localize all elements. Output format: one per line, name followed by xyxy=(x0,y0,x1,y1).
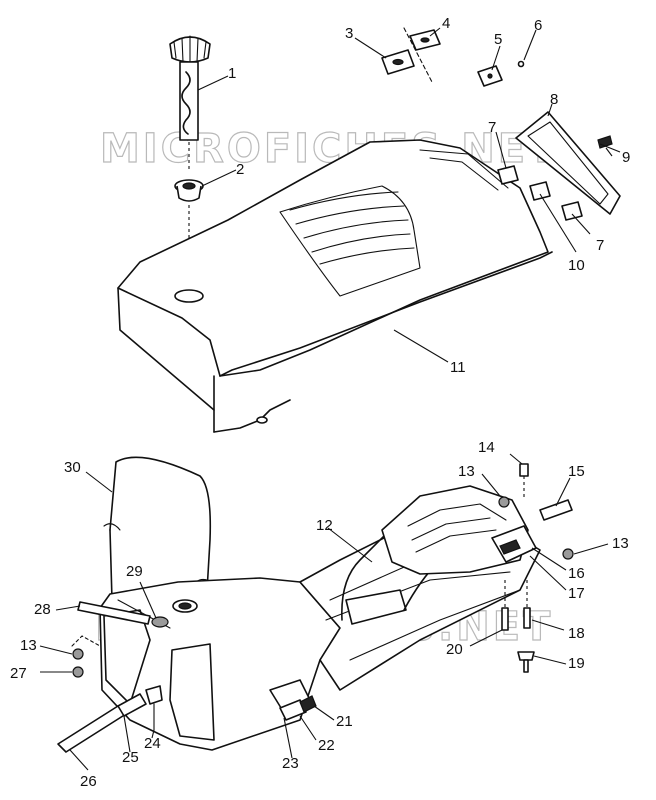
callout-4: 4 xyxy=(442,15,450,32)
callout-22: 22 xyxy=(318,737,335,754)
seat-latch-parts xyxy=(497,111,621,221)
callout-25: 25 xyxy=(122,749,139,766)
callout-8: 8 xyxy=(550,91,558,108)
callout-9: 9 xyxy=(622,149,630,166)
hardware-parts-3-6 xyxy=(381,27,525,87)
callout-10: 10 xyxy=(568,257,585,274)
callout-18: 18 xyxy=(568,625,585,642)
fuel-tank-assembly xyxy=(99,577,341,751)
callout-6: 6 xyxy=(534,17,542,34)
callout-21: 21 xyxy=(336,713,353,730)
callout-24: 24 xyxy=(144,735,161,752)
callout-23: 23 xyxy=(282,755,299,772)
callout-17: 17 xyxy=(568,585,585,602)
callout-20: 20 xyxy=(446,641,463,658)
callout-16: 16 xyxy=(568,565,585,582)
callout-1: 1 xyxy=(228,65,236,82)
callout-12: 12 xyxy=(316,517,333,534)
callout-26: 26 xyxy=(80,773,97,790)
callout-19: 19 xyxy=(568,655,585,672)
rear-box-assembly xyxy=(381,485,537,575)
valve-parts xyxy=(279,695,317,721)
callout-5: 5 xyxy=(494,31,502,48)
fuel-cap-assembly xyxy=(169,35,211,170)
callout-13-right: 13 xyxy=(612,535,629,552)
callout-3: 3 xyxy=(345,25,353,42)
fuel-hose xyxy=(57,685,163,753)
callout-7-lower: 7 xyxy=(596,237,604,254)
callout-2: 2 xyxy=(236,161,244,178)
callout-11: 11 xyxy=(450,359,466,376)
callout-14: 14 xyxy=(478,439,495,456)
callout-27: 27 xyxy=(10,665,27,682)
callout-28: 28 xyxy=(34,601,51,618)
small-hardware-left xyxy=(71,635,101,678)
callout-30: 30 xyxy=(64,459,81,476)
callout-7-upper: 7 xyxy=(488,119,496,136)
callout-13-left: 13 xyxy=(20,637,37,654)
callout-29: 29 xyxy=(126,563,143,580)
seat-assembly xyxy=(117,139,553,433)
callout-labels: 1 2 3 4 5 6 7 7 8 9 10 11 12 13 13 13 14… xyxy=(10,15,630,790)
small-hardware-right xyxy=(498,463,574,673)
leader-lines xyxy=(39,27,613,771)
callout-13-top: 13 xyxy=(458,463,475,480)
callout-15: 15 xyxy=(568,463,585,480)
vent-tube xyxy=(77,601,169,628)
